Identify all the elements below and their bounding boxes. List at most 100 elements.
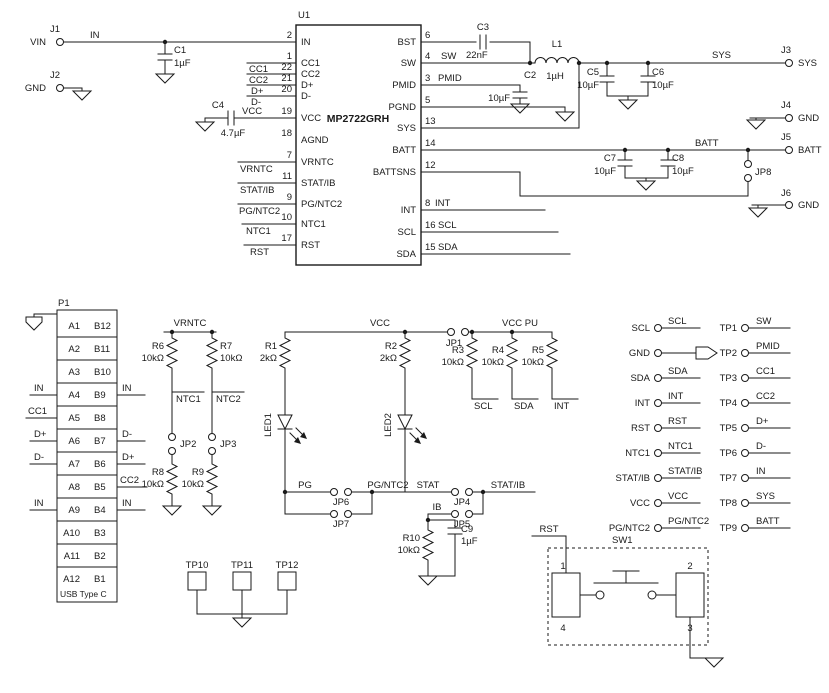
pin-number: 6 (425, 30, 430, 41)
net-label: D+ (251, 86, 264, 97)
net-label: VCC PU (502, 318, 538, 329)
sys-pin-wire (420, 62, 580, 129)
net-label: D+ (34, 429, 47, 440)
pin-name: CC2 (301, 69, 320, 80)
testpoint-circle (741, 524, 749, 532)
led1-symbol: LED1 (263, 413, 307, 444)
pin-number: 2 (287, 30, 292, 41)
net-label: SDA (668, 366, 688, 377)
cap-value: 10µF (594, 166, 616, 177)
connector-label: GND (798, 200, 819, 211)
usb-body (56, 309, 118, 603)
pin-number: 3 (425, 73, 430, 84)
connector-j4: J4 GND (745, 100, 819, 130)
net-label: SDA (514, 401, 534, 412)
ground-icon (231, 617, 253, 628)
net-label: NTC1 (176, 394, 201, 405)
jumper-pin (344, 488, 352, 496)
resistor-value: 2kΩ (380, 353, 397, 364)
ground-icon (194, 121, 216, 132)
resistor-ref: R10 (403, 533, 420, 544)
testpoint-column: TP1 SW TP2 PMID TP3 CC1 TP4 CC2 TP5 D+ T… (720, 316, 791, 534)
ground-icon (154, 73, 176, 84)
usb-pin: A11 (64, 551, 80, 562)
pin-name: PGND (389, 102, 417, 113)
connector-label: GND (798, 113, 819, 124)
jumper-pin (451, 488, 459, 496)
connector-circle (785, 59, 793, 67)
resistor-value: 10kΩ (442, 357, 464, 368)
resistor-symbol (165, 457, 179, 501)
control-net-stubs: VRNTC STAT/IB PG/NTC2 NTC1 RST (237, 161, 297, 258)
capacitor-c8: C8 10µF (624, 149, 694, 191)
cap-value: 4.7µF (221, 128, 246, 139)
net-label: SYS (756, 491, 775, 502)
cap-ref: C6 (652, 67, 664, 78)
cap-value: 1µF (461, 536, 478, 547)
pin-number: 13 (425, 116, 436, 127)
battsns-wire: JP8 (420, 149, 771, 197)
pin-number: 14 (425, 138, 436, 149)
connector-circle (654, 449, 662, 457)
net-label: VRNTC (240, 164, 273, 175)
jumper-pin (208, 447, 216, 455)
cap-ref: C9 (461, 524, 473, 535)
cap-value: 10µF (488, 93, 510, 104)
jumper-pin (330, 488, 338, 496)
connector-ref: J6 (781, 188, 791, 199)
net-label: VCC (668, 491, 688, 502)
cap-value: 22nF (466, 50, 488, 61)
resistor-value: 10kΩ (142, 353, 164, 364)
ground-icon (554, 111, 576, 122)
resistor-symbol (205, 331, 219, 375)
cap-ref: C3 (477, 22, 489, 33)
pin-name: BST (398, 37, 417, 48)
jumper-pin (744, 160, 752, 168)
connector-circle (654, 349, 662, 357)
pin-name: CC1 (301, 58, 320, 69)
switch-contact-left (551, 572, 581, 618)
testpoint-circle (741, 474, 749, 482)
net-label: INT (668, 391, 684, 402)
net-label: D- (251, 97, 261, 108)
gnd-flag-icon (695, 346, 718, 360)
led-ref: LED2 (383, 413, 394, 437)
connector-circle (56, 84, 64, 92)
net-label: IN (122, 383, 132, 394)
capacitor-c7: C7 10µF (594, 149, 633, 179)
pin-name: BATT (392, 145, 416, 156)
connector-ref: J1 (50, 24, 60, 35)
net-label: D- (756, 441, 766, 452)
cap-ref: C2 (524, 70, 536, 81)
usb-pin: A8 (68, 482, 80, 493)
resistor-symbol (505, 331, 519, 375)
connector-circle (654, 474, 662, 482)
connector-circle (654, 374, 662, 382)
switch-contact-dot (647, 590, 657, 600)
resistor-symbol (205, 457, 219, 501)
usb-pin: B4 (94, 505, 106, 516)
net-label: D+ (122, 452, 135, 463)
net-label: CC1 (249, 64, 268, 75)
ground-icon (745, 119, 767, 130)
pin-name: PG/NTC2 (301, 199, 342, 210)
cap-value: 10µF (652, 80, 674, 91)
ground-icon (635, 180, 657, 191)
usb-pin: B5 (94, 482, 106, 493)
pin-name: SYS (397, 123, 416, 134)
tp-label: TP4 (720, 398, 737, 409)
testpoint-circle (741, 449, 749, 457)
connector-j3: J3 SYS (781, 45, 817, 69)
connector-ref: J2 (50, 70, 60, 81)
usb-pin: A4 (68, 390, 80, 401)
pin-name: INT (401, 205, 417, 216)
usb-pin: B10 (94, 367, 111, 378)
resistor-symbol (278, 331, 292, 375)
tp-label: TP6 (720, 448, 737, 459)
net-label: BATT (756, 516, 780, 527)
capacitor-c1: C1 1µF (154, 41, 191, 84)
net-label: PG/NTC2 (367, 480, 408, 491)
usb-pin: B6 (94, 459, 106, 470)
connector-ref: J5 (781, 132, 791, 143)
tp-label: TP10 (186, 560, 209, 571)
